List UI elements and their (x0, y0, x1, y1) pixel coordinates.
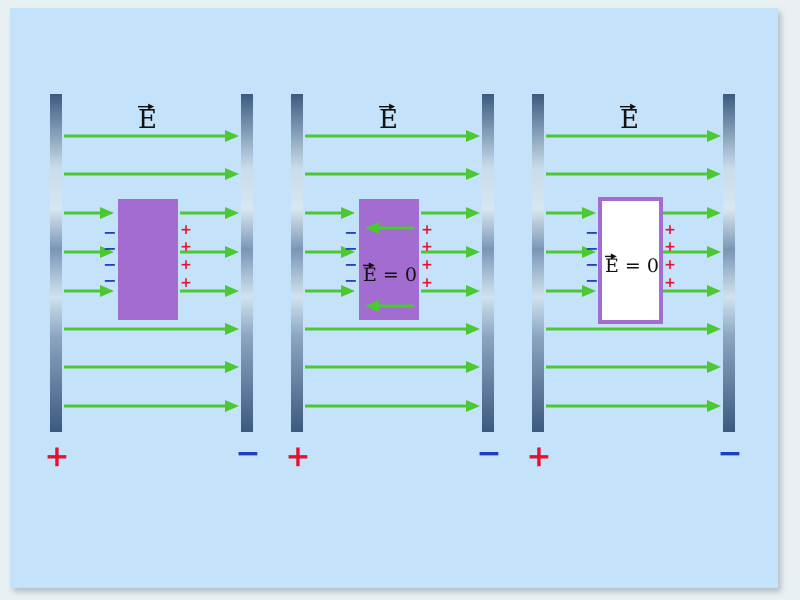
induced-field-arrow (365, 222, 414, 234)
induced-charges: −−−−++++ (585, 222, 676, 291)
solid-conductor (118, 199, 178, 320)
field-line-segment (662, 246, 721, 258)
field-line (305, 400, 480, 412)
field-line (64, 361, 239, 373)
field-line (305, 168, 480, 180)
negative-charge: − (344, 271, 357, 290)
plate-negative-sign: − (235, 436, 260, 471)
negative-charge: − (344, 255, 357, 274)
positive-charge: + (664, 257, 676, 273)
positive-charge: + (664, 239, 676, 255)
induced-charges: −−−−++++ (344, 222, 433, 291)
field-line-segment (305, 285, 355, 297)
svg-text:E: E (620, 105, 639, 135)
field-symbol: E (138, 103, 157, 135)
positive-plate (50, 94, 62, 432)
positive-plate (291, 94, 303, 432)
negative-charge: − (344, 223, 357, 242)
field-line (305, 130, 480, 142)
positive-charge: + (180, 222, 192, 238)
field-line-segment (180, 207, 239, 219)
induced-field-arrow (365, 300, 414, 312)
positive-plate (532, 94, 544, 432)
zero-field-label: E = 0 (605, 253, 659, 277)
plate-negative-sign: − (476, 436, 501, 471)
negative-plate (723, 94, 735, 432)
field-line (546, 323, 721, 335)
svg-text:E: E (138, 105, 157, 135)
field-line-segment (180, 246, 239, 258)
positive-charge: + (421, 239, 433, 255)
field-line (64, 400, 239, 412)
plate-positive-sign: + (285, 439, 310, 474)
positive-charge: + (180, 275, 192, 291)
plate-positive-sign: + (526, 439, 551, 474)
positive-charge: + (180, 239, 192, 255)
field-lines (305, 130, 480, 412)
field-lines (64, 130, 239, 412)
field-symbol: E (379, 103, 398, 135)
panel-1: −−−−++++E+− (44, 94, 261, 474)
plate-positive-sign: + (44, 439, 69, 474)
field-line-segment (546, 207, 596, 219)
negative-plate (241, 94, 253, 432)
field-line (305, 323, 480, 335)
negative-charge: − (103, 239, 116, 258)
negative-charge: − (103, 271, 116, 290)
plate-negative-sign: − (717, 436, 742, 471)
field-line-segment (421, 285, 480, 297)
negative-plate (482, 94, 494, 432)
panels: −−−−++++E+−E = 0−−−−++++E+−E = 0−−−−++++… (44, 94, 743, 474)
induced-field-lines (365, 222, 414, 312)
negative-charge: − (585, 271, 598, 290)
field-line-segment (421, 246, 480, 258)
field-line-segment (546, 285, 596, 297)
field-line-segment (305, 207, 355, 219)
field-line (64, 168, 239, 180)
field-line (546, 130, 721, 142)
negative-charge: − (585, 223, 598, 242)
field-line-segment (180, 285, 239, 297)
field-line-segment (421, 207, 480, 219)
field-line-segment (546, 246, 596, 258)
positive-charge: + (664, 222, 676, 238)
field-line (546, 400, 721, 412)
svg-text:E = 0: E = 0 (363, 264, 417, 286)
field-line-segment (305, 246, 355, 258)
field-lines (546, 130, 721, 412)
field-line-segment (64, 285, 114, 297)
panel-3: E = 0−−−−++++E+− (526, 94, 743, 474)
positive-charge: + (421, 275, 433, 291)
negative-charge: − (585, 255, 598, 274)
positive-charge: + (664, 275, 676, 291)
field-line-segment (662, 285, 721, 297)
positive-charge: + (421, 257, 433, 273)
field-line (64, 130, 239, 142)
negative-charge: − (585, 239, 598, 258)
field-line (64, 323, 239, 335)
positive-charge: + (421, 222, 433, 238)
field-line (546, 168, 721, 180)
negative-charge: − (344, 239, 357, 258)
field-symbol: E (620, 103, 639, 135)
field-line (305, 361, 480, 373)
positive-charge: + (180, 257, 192, 273)
svg-text:E: E (379, 105, 398, 135)
hollow-conductor (598, 197, 663, 324)
field-line (546, 361, 721, 373)
panel-2: E = 0−−−−++++E+− (285, 94, 502, 474)
solid-conductor (359, 199, 419, 320)
field-line-segment (64, 246, 114, 258)
zero-field-label: E = 0 (363, 262, 417, 286)
svg-text:E = 0: E = 0 (605, 255, 659, 277)
negative-charge: − (103, 223, 116, 242)
negative-charge: − (103, 255, 116, 274)
induced-charges: −−−−++++ (103, 222, 192, 291)
field-line-segment (64, 207, 114, 219)
field-line-segment (662, 207, 721, 219)
